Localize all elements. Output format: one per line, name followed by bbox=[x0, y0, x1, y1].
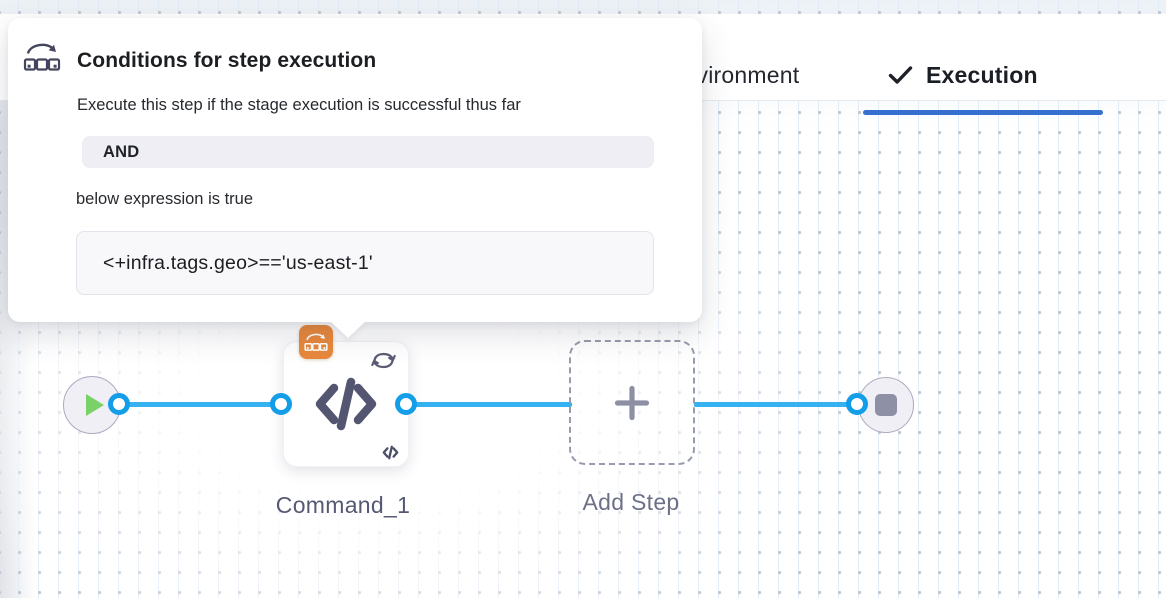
check-icon bbox=[888, 65, 913, 85]
connector-port bbox=[395, 393, 417, 415]
popover-title: Conditions for step execution bbox=[77, 49, 377, 72]
tab-execution-label: Execution bbox=[926, 62, 1038, 88]
expression-text: <+infra.tags.geo>=='us-east-1' bbox=[103, 251, 373, 274]
expression-box: <+infra.tags.geo>=='us-east-1' bbox=[76, 231, 654, 295]
step-label-command: Command_1 bbox=[275, 492, 411, 518]
conditional-execution-icon bbox=[22, 39, 62, 76]
connector-port bbox=[846, 393, 868, 415]
connector-line bbox=[694, 402, 850, 407]
step-node-command[interactable] bbox=[283, 341, 409, 467]
play-icon bbox=[86, 394, 104, 416]
conditional-execution-badge[interactable] bbox=[299, 325, 333, 359]
connector-line bbox=[112, 402, 284, 407]
step-label-add-step: Add Step bbox=[582, 489, 680, 515]
connector-line bbox=[402, 402, 572, 407]
stop-icon bbox=[875, 394, 897, 416]
plus-icon bbox=[614, 385, 650, 420]
popover-subtext: below expression is true bbox=[76, 190, 254, 208]
conditional-execution-icon bbox=[304, 333, 328, 351]
and-operator-chip: AND bbox=[82, 136, 654, 168]
add-step-button[interactable] bbox=[569, 340, 695, 465]
tab-execution[interactable]: Execution bbox=[888, 60, 1038, 90]
active-tab-indicator bbox=[863, 110, 1103, 115]
step-condition-popover: Conditions for step execution Execute th… bbox=[8, 18, 702, 322]
connector-port bbox=[108, 393, 130, 415]
popover-caret bbox=[330, 321, 366, 338]
connector-port bbox=[270, 393, 292, 415]
loop-icon bbox=[370, 348, 397, 373]
popover-description: Execute this step if the stage execution… bbox=[77, 96, 521, 114]
code-icon bbox=[314, 375, 378, 433]
step-type-icon bbox=[382, 445, 399, 460]
